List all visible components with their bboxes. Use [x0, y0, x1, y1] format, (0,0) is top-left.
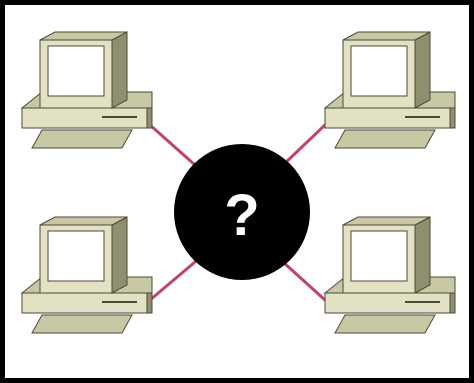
- question-mark-label: ?: [224, 183, 259, 248]
- network-hub: ?: [174, 144, 310, 280]
